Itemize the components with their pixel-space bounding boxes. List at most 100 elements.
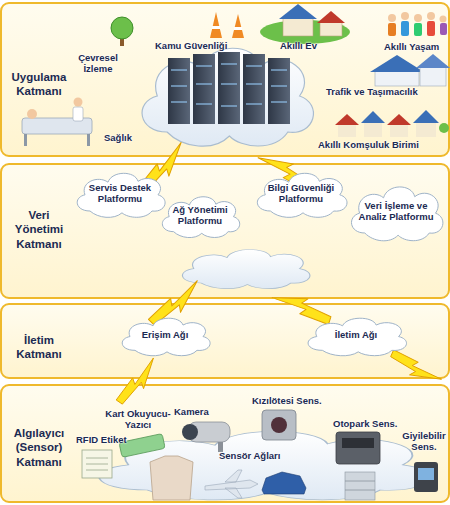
platform-cloud: Bilgi Güvenliği Platformu [250,166,352,220]
server-rack [193,54,215,124]
layer-title: İletim Katmanı [3,333,75,362]
house-wall [420,66,446,86]
platform-cloud: Erişim Ağı [115,312,215,358]
infrared-lens [271,417,287,433]
server-rack [268,58,290,124]
house-wall [416,122,436,137]
server-rack [243,54,265,124]
sensor-cloud [99,431,430,500]
platform-name: Ağ Yönetimi Platformu [156,204,244,227]
store-shelf [345,472,375,500]
icon-caption: Kızılötesi Sens. [252,395,322,406]
platform-name: Bilgi Güvenliği Platformu [250,182,352,205]
rfid-line [86,470,108,471]
camera-lens [182,424,198,440]
parking-grille [342,438,374,448]
cone-stripe [234,27,242,30]
shelf-line [345,490,375,491]
person-head [440,16,447,23]
cloud-shape [308,318,406,356]
cone-stripe [212,26,220,29]
platform-name: Erişim Ağı [131,329,200,340]
icon-caption: Çevresel İzleme [68,52,128,75]
icon-caption: Trafik ve Taşımacılık [326,86,418,97]
person-body [440,23,447,35]
server-light [196,65,212,66]
server-light [246,103,262,104]
person-body [401,21,409,36]
house-wall [320,22,342,36]
server-light [246,83,262,84]
doctor-head [74,98,83,107]
infrared-sensor [262,410,296,440]
wearable-screen [418,468,434,480]
icon-caption: Kamera [174,406,209,417]
person-head [427,12,435,20]
layer-title: Algılayıcı (Sensor) Katmanı [3,426,75,469]
server-light [271,101,287,102]
platform-cloud: İletim Ağı [300,312,412,358]
bed-leg [24,134,27,146]
server-rack [168,58,190,124]
house-wall [338,124,356,137]
server-lights [171,64,287,106]
house-wall [283,18,313,36]
server-light [271,85,287,86]
house-wall [375,70,419,86]
server-light [171,85,187,86]
parking-sensor [336,432,380,464]
tree-crown [111,17,133,39]
icon-caption: Akıllı Yaşam [384,41,439,52]
icon-caption: Otopark Sens. [333,418,397,429]
car [262,472,306,494]
platform-name: Servis Destek Platformu [70,182,170,205]
platform-name: İletim Ağı [324,329,388,340]
house-wall [364,122,382,137]
icon-caption: Sensör Ağları [219,450,280,461]
bed-leg [87,134,90,146]
icon-caption: Giyilebilir Sens. [398,430,450,453]
platform-cloud: Servis Destek Platformu [70,166,170,220]
person-head [414,14,422,22]
rfid-line [86,458,108,459]
person-head [401,12,409,20]
rfid-tag [82,450,112,478]
server-light [221,105,237,106]
rfid-line [86,464,108,465]
shelf-line [345,481,375,482]
person-body [414,23,422,36]
layer-title: Veri Yönetimi Katmanı [3,208,75,251]
person-body [427,21,435,36]
layer-band: İletim Katmanı Erişim Ağı İletim Ağı [0,303,450,379]
platform-cloud: Ağ Yönetimi Platformu [156,190,244,240]
layer-title: Uygulama Katmanı [3,70,75,99]
server-light [171,69,187,70]
server-light [271,69,287,70]
server-light [196,83,212,84]
patient-head [27,109,37,119]
platform-cloud: Veri İşleme ve Analiz Platformu [344,178,448,244]
icon-caption: Kamu Güvenliği [155,40,227,51]
platform-name: Veri İşleme ve Analiz Platformu [344,200,448,223]
server-rack [218,52,240,124]
server-light [171,101,187,102]
airplane [205,470,258,498]
icon-caption: Akıllı Ev [280,40,317,51]
icon-caption: Kart Okuyucu-Yazıcı [98,408,178,431]
icon-caption: RFID Etiket [76,434,127,445]
cloud-shape [122,318,210,356]
icon-caption: Sağlık [104,132,132,143]
smart-jacket [150,456,193,500]
tree [439,123,449,133]
server-light [246,65,262,66]
person-body [388,23,396,36]
server-light [196,103,212,104]
server-light [221,83,237,84]
wearable-sensor [414,462,438,492]
doctor-body [73,107,83,121]
icon-caption: Akıllı Komşuluk Birimi [318,139,419,150]
person-head [388,14,396,22]
house-wall [390,124,408,137]
